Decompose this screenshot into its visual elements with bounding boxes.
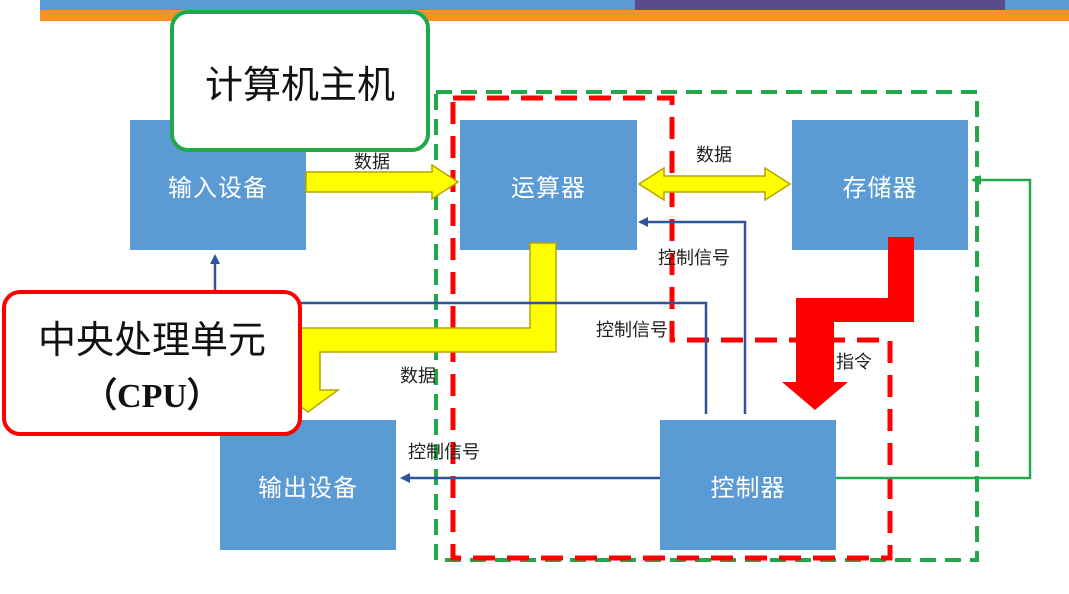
data-arrow-input-to-alu xyxy=(305,163,460,201)
top-banner-stripe xyxy=(40,10,1069,21)
host-callout: 计算机主机 xyxy=(170,10,430,152)
input-device-label: 输入设备 xyxy=(168,173,268,202)
label-control-input: 控制信号 xyxy=(596,320,668,341)
host-region-border xyxy=(434,90,979,562)
label-data-alu-output: 数据 xyxy=(400,366,436,387)
cpu-callout-line1: 中央处理单元 xyxy=(37,318,266,362)
label-control-output: 控制信号 xyxy=(408,442,480,463)
control-line-to-memory xyxy=(836,175,1032,480)
label-data-input-alu: 数据 xyxy=(354,152,390,173)
host-callout-text: 计算机主机 xyxy=(204,62,395,107)
control-line-to-alu xyxy=(638,217,747,414)
memory-label: 存储器 xyxy=(842,173,918,202)
control-line-to-input xyxy=(210,254,708,414)
alu-box: 运算器 xyxy=(460,120,637,250)
alu-label: 运算器 xyxy=(511,173,586,202)
output-device-box: 输出设备 xyxy=(220,420,396,550)
cpu-region-border xyxy=(450,95,893,561)
top-banner-accent xyxy=(635,0,1005,10)
top-banner-bar xyxy=(40,0,1069,10)
cpu-callout: 中央处理单元 （CPU） xyxy=(2,290,302,436)
label-control-alu: 控制信号 xyxy=(658,248,730,269)
cpu-callout-line2: （CPU） xyxy=(83,378,221,415)
label-data-alu-memory: 数据 xyxy=(696,145,732,166)
memory-box: 存储器 xyxy=(792,120,968,250)
label-instruction: 指令 xyxy=(836,352,872,373)
output-device-label: 输出设备 xyxy=(258,473,358,502)
controller-box: 控制器 xyxy=(660,420,836,550)
controller-label: 控制器 xyxy=(710,473,786,502)
data-arrow-alu-memory xyxy=(637,166,792,202)
instruction-arrow xyxy=(782,237,914,410)
data-arrow-alu-to-output xyxy=(275,242,557,413)
